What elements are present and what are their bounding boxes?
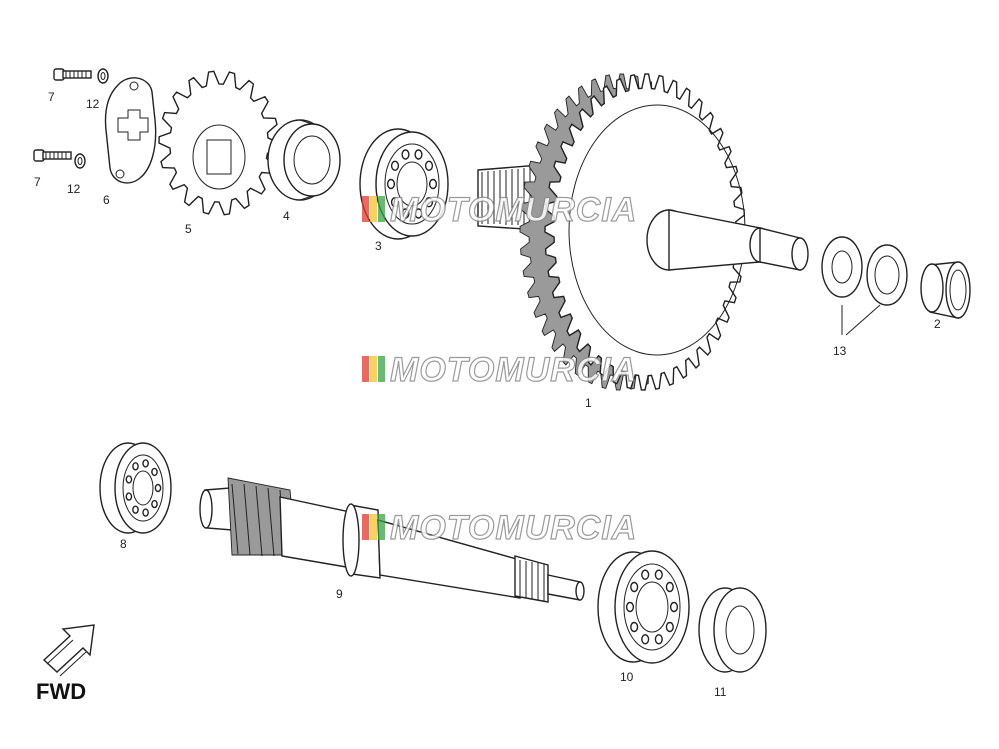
bearing-ball [424,160,434,172]
watermark-text-1: MOTOMURCIA [390,191,637,229]
callout-12-top: 12 [86,97,100,111]
callout-4: 4 [283,209,290,223]
bearing-ball [142,508,149,517]
screw-7-top [53,68,92,81]
bearing-ball [401,149,410,160]
arrow-up-right-icon [42,624,95,677]
leader-13 [841,304,881,336]
bearing-8 [99,442,172,534]
watermark-1: MOTOMURCIA [362,190,637,230]
callout-7-top: 7 [48,90,55,104]
bearing-ball [125,492,133,501]
bearing-ball [390,160,400,172]
callout-8: 8 [120,537,127,551]
callout-5: 5 [185,222,192,236]
bearing-ball [414,208,423,219]
sprocket-5 [158,70,280,216]
bearing-ball [654,569,663,580]
callout-2: 2 [934,317,941,331]
seal-11 [698,587,767,673]
bearing-ball [386,178,396,190]
watermark-2: MOTOMURCIA [362,350,637,390]
bearing-ball [154,483,162,493]
washer-12-top [97,68,109,84]
fwd-label: FWD [36,679,86,704]
callout-6: 6 [103,193,110,207]
bearing-ball [625,601,635,613]
watermark-text-2: MOTOMURCIA [390,351,637,389]
callout-10: 10 [620,670,634,684]
locking-plate-6 [104,77,157,184]
bearing-ball [414,149,423,160]
callout-9: 9 [336,587,343,601]
bearing-ball [401,208,410,219]
bearing-ball [424,196,434,208]
washer-12-bottom [74,153,86,169]
bearing-ball [428,178,438,190]
bearing-ball [665,581,674,593]
watermark-3: MOTOMURCIA [362,508,637,548]
spacer-13-a [821,236,863,298]
bearing-ball [665,621,674,633]
bearing-10 [597,550,690,664]
bearing-ball [641,634,650,645]
bearing-ball [132,505,139,514]
callout-12-bottom: 12 [67,182,81,196]
bearing-ball [132,462,139,471]
spacer-13-b [866,244,908,306]
shaft-9 [199,477,585,603]
callout-13: 13 [833,344,847,358]
callout-7-bottom: 7 [34,175,41,189]
bearing-ball [390,196,400,208]
seal-4 [267,119,341,201]
callout-1: 1 [585,396,592,410]
bearing-ball [125,475,133,484]
bearing-ball [641,569,650,580]
watermark-text-3: MOTOMURCIA [390,509,637,547]
bearing-ball [669,601,679,613]
bearing-ball [654,634,663,645]
bearing-ball [151,467,158,477]
callout-3: 3 [375,239,382,253]
needle-bearing-2 [920,261,971,319]
callout-11: 11 [714,685,727,699]
large-gear-1 [477,73,809,391]
screw-7-bottom [33,149,72,162]
bearing-ball [142,459,149,468]
bearing-ball [151,499,158,509]
bearing-ball [630,581,639,593]
bearing-ball [630,621,639,633]
